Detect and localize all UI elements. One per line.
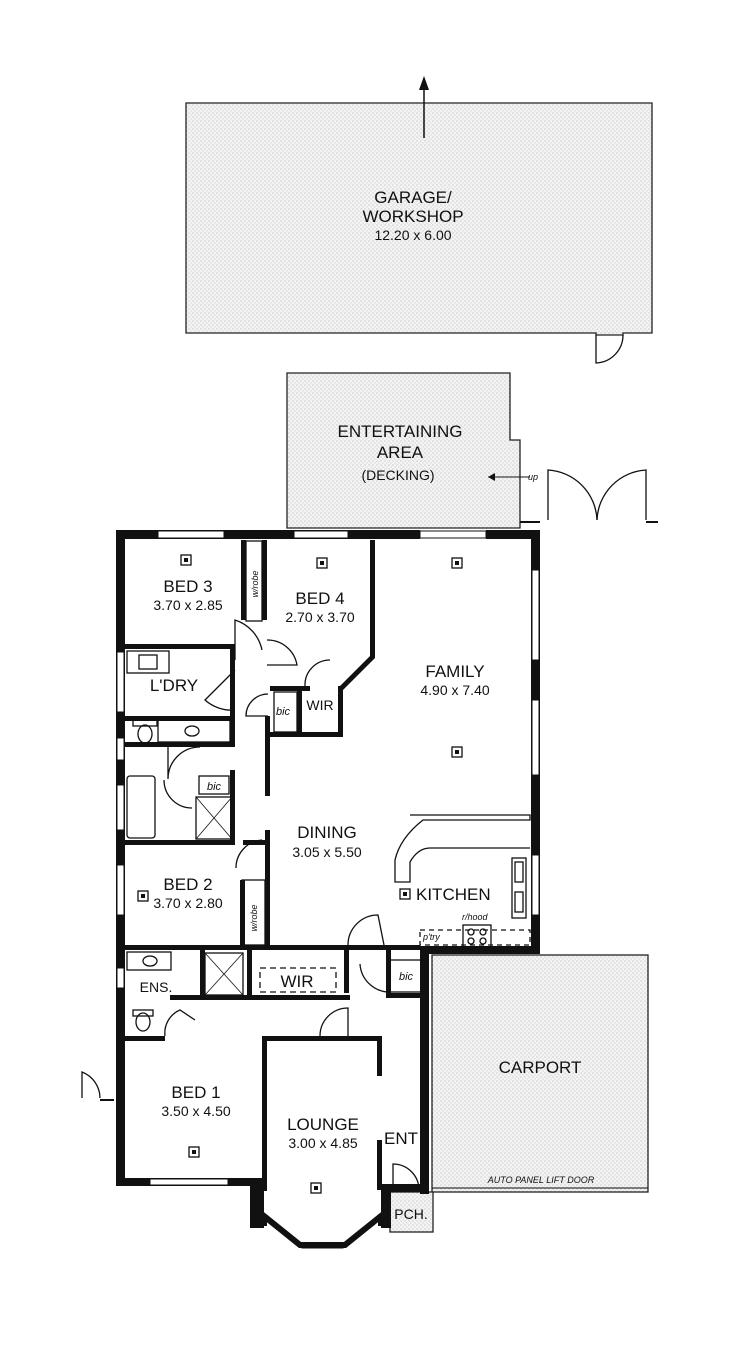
- ensuite-label: ENS.: [140, 979, 173, 995]
- step-arrow-icon: [488, 473, 495, 481]
- entertaining-label: ENTERTAINING: [338, 422, 463, 441]
- garage-area: [185, 76, 653, 364]
- garage-label-2: WORKSHOP: [362, 207, 463, 226]
- deck-door-swing-right: [596, 469, 647, 521]
- deck-door-swing-left: [547, 469, 598, 521]
- bay-window: [261, 1209, 384, 1248]
- room-labels: GARAGE/ WORKSHOP 12.20 x 6.00 ENTERTAINI…: [140, 188, 595, 1222]
- bed1-label: BED 1: [171, 1083, 220, 1102]
- north-arrow-icon: [419, 76, 429, 90]
- windows: [116, 530, 540, 1186]
- decking-outline: [286, 372, 521, 529]
- bic-entry-label: bic: [399, 971, 414, 983]
- carport-outline: [431, 954, 649, 1193]
- porch-label: PCH.: [394, 1206, 427, 1222]
- fixtures: [126, 540, 531, 1032]
- bed4-dims: 2.70 x 3.70: [285, 609, 354, 625]
- bed4-label: BED 4: [295, 589, 344, 608]
- garage-dims: 12.20 x 6.00: [374, 227, 451, 243]
- family-label: FAMILY: [425, 662, 484, 681]
- kitchen-bench: [394, 814, 531, 883]
- wir-upper-label: WIR: [306, 697, 333, 713]
- shower-bath: [195, 796, 233, 840]
- carport-label: CARPORT: [499, 1058, 582, 1077]
- shower-ensuite: [204, 952, 244, 996]
- wardrobe-bed2: [241, 879, 266, 946]
- carport-area: [431, 954, 649, 1193]
- bed2-label: BED 2: [163, 875, 212, 894]
- interior-walls: [125, 540, 426, 1191]
- lounge-label: LOUNGE: [287, 1115, 359, 1134]
- pantry-label: p'try: [422, 932, 440, 942]
- kitchen-label: KITCHEN: [416, 885, 491, 904]
- bed1-dims: 3.50 x 4.50: [161, 1103, 230, 1119]
- kitchen-sink: [511, 857, 527, 919]
- bed3-label: BED 3: [163, 577, 212, 596]
- garage-door-swing: [595, 334, 624, 364]
- laundry-label: L'DRY: [150, 676, 198, 695]
- bed3-dims: 3.70 x 2.85: [153, 597, 222, 613]
- entertaining-area: [286, 372, 658, 529]
- dining-dims: 3.05 x 5.50: [292, 844, 361, 860]
- bed2-robe: w/robe: [249, 904, 259, 931]
- ceiling-lights: [137, 554, 463, 1194]
- wir-lower-label: WIR: [280, 972, 313, 991]
- step-up-label: up: [528, 472, 538, 482]
- wardrobe-bed3: [245, 540, 263, 622]
- garage-label: GARAGE/: [374, 188, 452, 207]
- bic-upper-label: bic: [276, 706, 291, 718]
- bed2-dims: 3.70 x 2.80: [153, 895, 222, 911]
- bic-bath-label: bic: [207, 781, 222, 793]
- carport-door-label: AUTO PANEL LIFT DOOR: [487, 1175, 595, 1185]
- dining-label: DINING: [297, 823, 357, 842]
- lounge-dims: 3.00 x 4.85: [288, 1135, 357, 1151]
- doors: [81, 619, 420, 1191]
- bed3-robe: w/robe: [250, 570, 260, 597]
- bathtub: [126, 775, 156, 839]
- family-dims: 4.90 x 7.40: [420, 682, 489, 698]
- entertaining-label-2: AREA: [377, 443, 424, 462]
- rangehood-label: r/hood: [462, 912, 489, 922]
- decking-note: (DECKING): [361, 467, 434, 483]
- entry-label: ENT: [384, 1129, 418, 1148]
